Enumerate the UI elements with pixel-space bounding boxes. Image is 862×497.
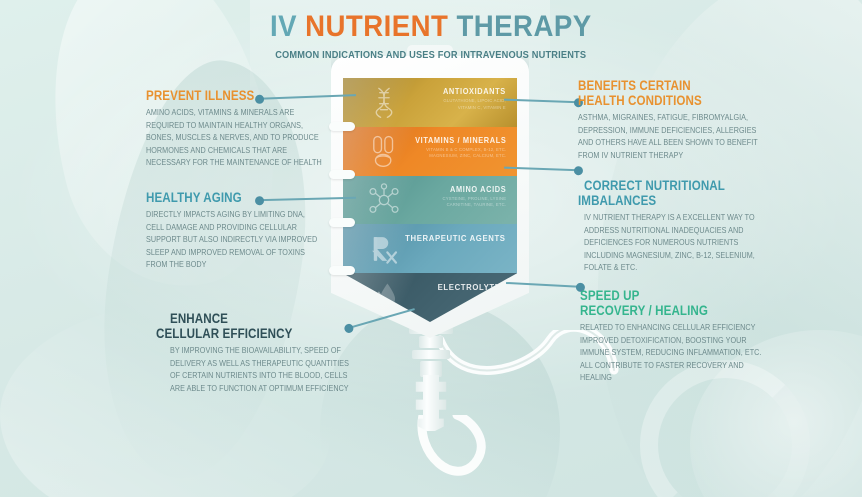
callout-prevent-illness: PREVENT ILLNESS AMINO ACIDS, VITAMINS & … xyxy=(146,88,346,169)
band-name: VITAMINS / MINERALS xyxy=(415,136,506,145)
callout-body: RELATED TO ENHANCING CELLULAR EFFICIENCY… xyxy=(580,323,762,383)
title-word-iv: IV xyxy=(270,10,298,43)
header: IV NUTRIENT THERAPY COMMON INDICATIONS A… xyxy=(0,10,862,63)
callout-body: AMINO ACIDS, VITAMINS & MINERALS ARE REQ… xyxy=(146,108,322,167)
iv-connector-plug xyxy=(415,375,447,431)
bag-tab xyxy=(329,218,355,227)
iv-tube-lower xyxy=(417,415,486,476)
band-name: THERAPEUTIC AGENTS xyxy=(406,233,506,243)
callout-title-line2: IMBALANCES xyxy=(578,193,657,209)
band-name: AMINO ACIDS xyxy=(444,185,506,194)
iv-bag: ANTIOXIDANTS GLUTATHIONE, LIPOIC ACID, V… xyxy=(329,45,529,338)
callout-title: PREVENT ILLNESS xyxy=(146,88,255,103)
callout-title-line2: CELLULAR EFFICIENCY xyxy=(156,326,293,342)
band-name: ELECTROLYTES xyxy=(437,282,506,292)
callout-body: DIRECTLY IMPACTS AGING BY LIMITING DNA, … xyxy=(146,210,318,269)
tube-collar xyxy=(412,350,450,359)
band-label: THERAPEUTIC AGENTS xyxy=(394,233,506,243)
bag-band-therapeutic-agents[interactable]: THERAPEUTIC AGENTS xyxy=(343,224,517,274)
rx-icon xyxy=(372,236,398,264)
molecule-icon xyxy=(369,183,399,213)
band-gloss xyxy=(343,175,517,225)
page-subtitle: COMMON INDICATIONS AND USES FOR INTRAVEN… xyxy=(275,49,587,61)
connector-dot xyxy=(573,165,584,175)
bag-tab xyxy=(329,266,355,275)
callout-body: ASTHMA, MIGRAINES, FATIGUE, FIBROMYALGIA… xyxy=(578,113,758,160)
capsule-icon xyxy=(373,136,394,168)
callout-title-line2: RECOVERY / HEALING xyxy=(580,303,708,319)
band-gloss xyxy=(343,126,517,176)
dna-helix-icon xyxy=(375,88,393,119)
callout-title-line1: ENHANCE xyxy=(170,311,229,326)
band-label: ANTIOXIDANTS GLUTATHIONE, LIPOIC ACID, V… xyxy=(436,87,506,111)
bag-band-vitamins-minerals[interactable]: VITAMINS / MINERALS VITAMIN B & C COMPLE… xyxy=(343,126,517,176)
band-label: AMINO ACIDS CYSTEINE, PROLINE, LYSINE CA… xyxy=(437,185,506,209)
bag-band-antioxidants[interactable]: ANTIOXIDANTS GLUTATHIONE, LIPOIC ACID, V… xyxy=(343,78,517,127)
callout-benefits-health-conditions: BENEFITS CERTAIN HEALTH CONDITIONS ASTHM… xyxy=(578,78,788,162)
band-label: ELECTROLYTES xyxy=(430,282,506,292)
tube-segment xyxy=(420,361,442,377)
band-label: VITAMINS / MINERALS VITAMIN B & C COMPLE… xyxy=(405,136,506,160)
callout-body: IV NUTRIENT THERAPY IS A EXCELLENT WAY T… xyxy=(584,213,755,273)
band-gloss xyxy=(343,224,517,274)
band-sub: GLUTATHIONE, LIPOIC ACID, VITAMIN C, VIT… xyxy=(442,98,506,111)
bag-window: ANTIOXIDANTS GLUTATHIONE, LIPOIC ACID, V… xyxy=(343,78,517,322)
callout-title-line1: SPEED UP xyxy=(580,288,640,303)
tube-connector xyxy=(419,336,443,348)
callout-title: HEALTHY AGING xyxy=(146,190,242,205)
band-sub: CYSTEINE, PROLINE, LYSINE CARNITINE, TAU… xyxy=(442,196,506,209)
iv-tube xyxy=(435,330,619,375)
callout-title-line2: HEALTH CONDITIONS xyxy=(578,93,702,109)
bag-tab xyxy=(329,122,355,131)
callout-correct-nutritional-imbalances: CORRECT NUTRITIONAL IMBALANCES IV NUTRIE… xyxy=(578,178,794,275)
callout-title-line1: CORRECT NUTRITIONAL xyxy=(584,178,725,193)
bag-band-amino-acids[interactable]: AMINO ACIDS CYSTEINE, PROLINE, LYSINE CA… xyxy=(343,175,517,225)
callout-healthy-aging: HEALTHY AGING DIRECTLY IMPACTS AGING BY … xyxy=(146,190,346,271)
title-word-therapy: THERAPY xyxy=(456,10,592,43)
bag-hanger xyxy=(407,45,453,58)
page-title: IV NUTRIENT THERAPY xyxy=(270,10,592,44)
band-sub: VITAMIN B & C COMPLEX, B-12, ETC. MAGNES… xyxy=(413,147,506,160)
title-word-nutrient: NUTRIENT xyxy=(305,10,449,43)
callout-body: BY IMPROVING THE BIOAVAILABILITY, SPEED … xyxy=(170,346,349,393)
band-gloss xyxy=(343,78,517,127)
callout-title-line1: BENEFITS CERTAIN xyxy=(578,78,691,93)
bag-tab xyxy=(329,170,355,179)
callout-speed-up-recovery: SPEED UP RECOVERY / HEALING RELATED TO E… xyxy=(580,288,790,385)
band-name: ANTIOXIDANTS xyxy=(443,87,506,96)
callout-enhance-cellular-efficiency: ENHANCE CELLULAR EFFICIENCY BY IMPROVING… xyxy=(156,311,382,395)
